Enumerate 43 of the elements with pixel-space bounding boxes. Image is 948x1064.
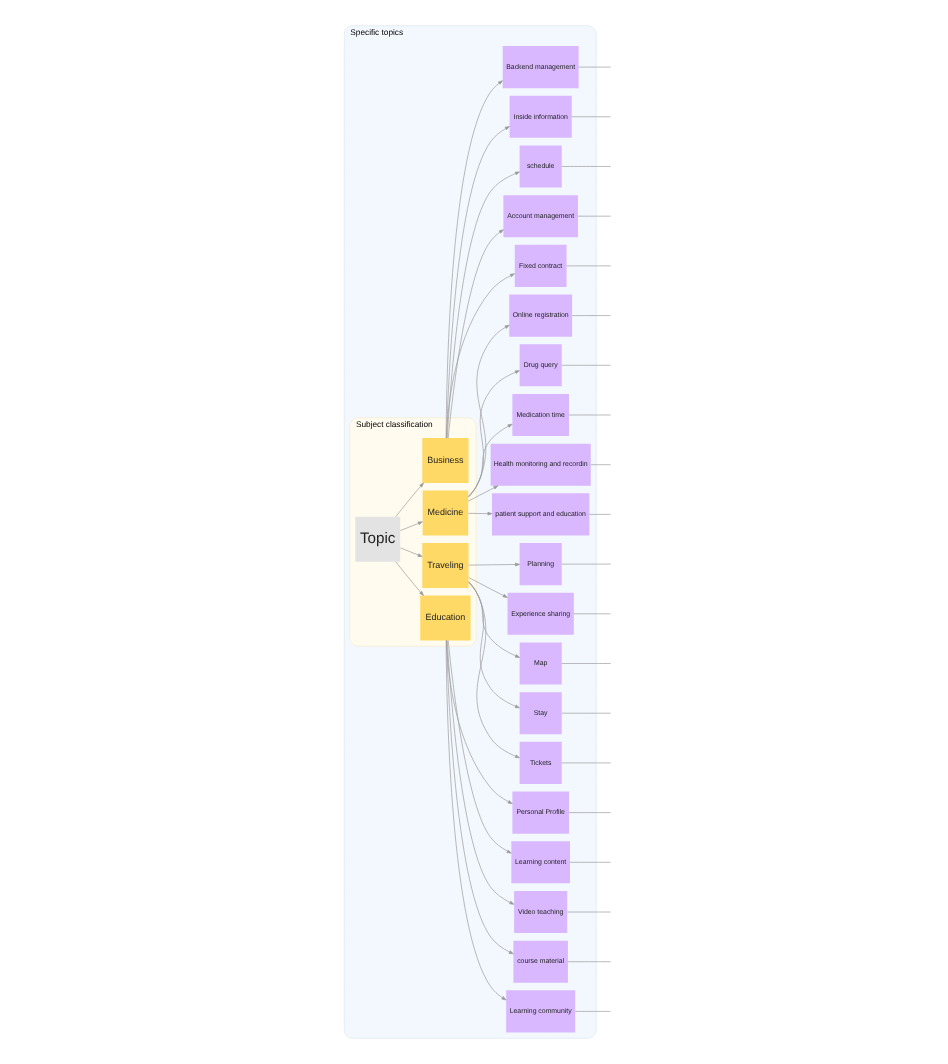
- arrow: [445, 640, 513, 955]
- connector: [572, 613, 611, 615]
- connector: [588, 514, 610, 515]
- connector: [567, 414, 611, 416]
- connector: [570, 116, 611, 118]
- connector: [560, 166, 610, 167]
- arrow: [399, 521, 422, 531]
- connector: [560, 712, 610, 714]
- arrow: [445, 126, 509, 439]
- arrow: [445, 273, 514, 439]
- arrow: [467, 577, 507, 598]
- connector: [576, 215, 611, 217]
- arrow: [467, 581, 519, 759]
- arrow: [467, 582, 519, 658]
- connector: [566, 961, 610, 963]
- arrow: [444, 80, 502, 439]
- arrow: [445, 640, 514, 905]
- connector: [565, 265, 610, 267]
- arrow: [467, 562, 519, 567]
- arrow: [394, 482, 423, 518]
- arrow: [446, 640, 511, 854]
- arrow: [466, 423, 512, 497]
- connector: [560, 762, 610, 764]
- arrow: [467, 581, 519, 709]
- arrow: [446, 229, 503, 439]
- arrow: [467, 511, 492, 516]
- arrow: [467, 370, 519, 498]
- connector: [589, 464, 610, 466]
- arrow: [394, 561, 423, 596]
- connector: [560, 364, 610, 366]
- connector: [570, 315, 611, 316]
- connector: [577, 66, 611, 68]
- arrow: [444, 640, 506, 1001]
- connector: [568, 861, 611, 863]
- arrow: [445, 171, 519, 439]
- connector: [567, 812, 611, 813]
- arrow: [466, 324, 509, 498]
- connector: [566, 911, 610, 913]
- arrow: [466, 485, 498, 502]
- arrow: [399, 547, 422, 557]
- connector: [573, 1011, 611, 1012]
- connector: [560, 663, 610, 664]
- connector: [560, 563, 610, 565]
